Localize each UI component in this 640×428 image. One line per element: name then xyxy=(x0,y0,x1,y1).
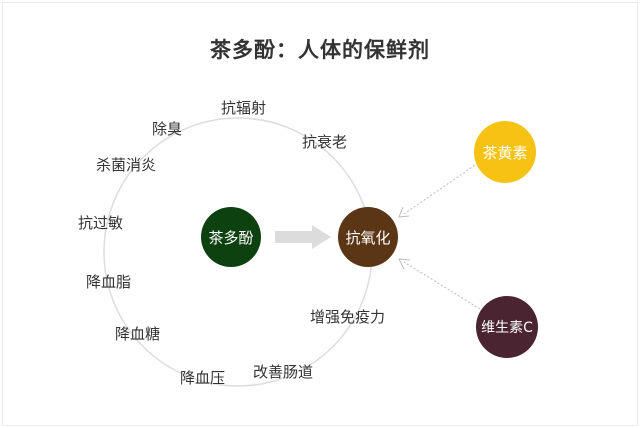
dotted-arrowhead-bottom xyxy=(398,258,411,270)
antioxidant-node: 抗氧化 xyxy=(338,207,398,267)
tea-polyphenol-label: 茶多酚 xyxy=(208,228,254,247)
dotted-connector-bottom xyxy=(403,261,481,310)
dotted-arrowhead-top xyxy=(398,206,410,218)
effect-antibacterial: 杀菌消炎 xyxy=(96,156,157,174)
effect-lower-pressure: 降血压 xyxy=(180,369,226,387)
tea-polyphenol-node: 茶多酚 xyxy=(201,207,261,267)
main-arrow xyxy=(275,225,331,249)
vitamin-c-label: 维生素C xyxy=(481,320,533,336)
diagram-title: 茶多酚：人体的保鲜剂 xyxy=(210,38,430,62)
effect-deodorize: 除臭 xyxy=(152,120,183,138)
effect-anti-radiation: 抗辐射 xyxy=(221,99,267,117)
effect-lower-sugar: 降血糖 xyxy=(115,325,161,343)
effect-anti-allergy: 抗过敏 xyxy=(78,214,124,232)
dotted-connector-top xyxy=(403,162,479,215)
effect-boost-immunity: 增强免疫力 xyxy=(310,308,386,326)
antioxidant-label: 抗氧化 xyxy=(345,228,391,247)
theaflavin-label: 茶黄素 xyxy=(482,143,528,162)
effect-lower-lipids: 降血脂 xyxy=(86,273,132,291)
effect-anti-aging: 抗衰老 xyxy=(302,133,348,151)
effect-improve-gut: 改善肠道 xyxy=(253,363,314,381)
vitamin-c-node: 维生素C xyxy=(476,296,538,358)
theaflavin-node: 茶黄素 xyxy=(474,121,536,183)
